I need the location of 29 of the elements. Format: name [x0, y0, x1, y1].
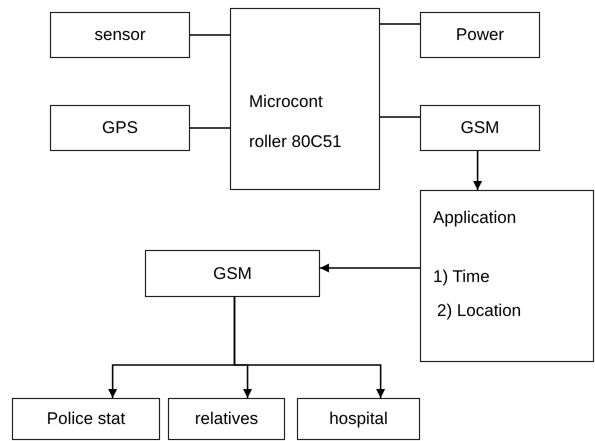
process-box: [230, 8, 380, 190]
process-box: [145, 250, 320, 297]
connector-line: [380, 23, 420, 25]
arrow: [320, 264, 420, 272]
box-label: 2) Location: [436, 300, 522, 322]
arrow: [473, 151, 482, 190]
connector-line: [380, 116, 420, 118]
connector-line: [190, 34, 230, 36]
process-box: [420, 105, 540, 151]
box-label: sensor: [94, 24, 146, 46]
arrow: [234, 297, 386, 398]
process-box: [168, 398, 285, 440]
process-box: [12, 398, 160, 440]
process-box: [420, 190, 594, 362]
box-label: Application: [433, 207, 516, 228]
box-label: relatives: [194, 408, 258, 430]
connector-line: [190, 127, 230, 129]
process-box: [297, 398, 420, 440]
box-label: hospital: [329, 408, 388, 430]
box-label: GSM: [213, 262, 252, 284]
process-box: [50, 12, 190, 58]
box-label: Microcont roller 80C51: [249, 91, 343, 153]
box-label: GSM: [460, 117, 500, 139]
process-box: [420, 12, 540, 58]
box-label: GPS: [102, 117, 138, 139]
box-label: 1) Time: [433, 266, 490, 288]
box-label: Power: [456, 24, 504, 46]
box-label: Police stat: [46, 408, 126, 430]
process-box: [50, 105, 190, 151]
